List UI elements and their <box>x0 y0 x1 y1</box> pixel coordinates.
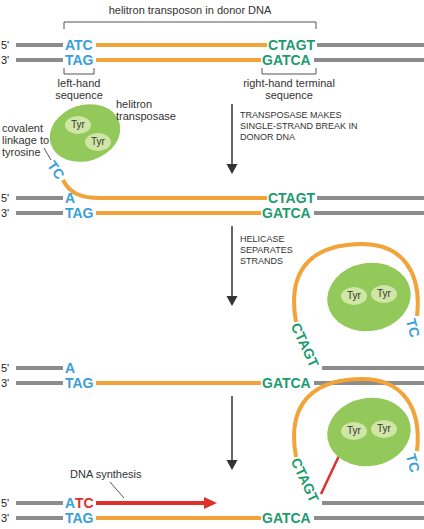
sequence: CTAGT <box>268 37 315 53</box>
strand-end: 5' <box>1 362 9 374</box>
strand-end: 3' <box>1 512 9 524</box>
strand-end: 3' <box>1 207 9 219</box>
bracket <box>64 68 94 74</box>
transposon-strand <box>96 43 267 47</box>
residue-label: Tyr <box>83 135 113 149</box>
donor-dna-strand <box>314 58 424 62</box>
sequence: GATCA <box>262 205 311 221</box>
sequence: TAG <box>65 375 94 391</box>
protein-body <box>322 391 417 473</box>
sequence: GATCA <box>262 510 311 526</box>
bracket-label: left-hand sequence <box>48 77 110 101</box>
donor-dna-strand <box>16 58 63 62</box>
sequence: CTAGT <box>268 190 315 206</box>
protein-name: helitron transposase <box>116 98 188 122</box>
residue-label: Tyr <box>369 422 399 436</box>
transposon-strand <box>96 516 261 520</box>
arrow-head <box>227 460 238 470</box>
bracket <box>262 68 316 74</box>
donor-dna-strand <box>317 43 424 47</box>
transposase-blob: TyrTyr <box>326 397 412 467</box>
bracket-label: right-hand terminal sequence <box>239 77 339 101</box>
strand-end: 5' <box>1 192 9 204</box>
transposon-strand <box>63 180 267 198</box>
step-arrow <box>231 104 233 166</box>
donor-dna-strand <box>317 196 424 200</box>
donor-dna-strand <box>16 501 63 505</box>
donor-dna-strand <box>16 516 63 520</box>
transposon-strand <box>96 381 261 385</box>
sequence: TC <box>403 452 423 474</box>
bracket-label: helitron transposon in donor DNA <box>100 4 280 17</box>
sequence: TAG <box>65 510 94 526</box>
transposase-blob: helitron transposaseTyrTyr <box>48 104 122 162</box>
strand-end: 3' <box>1 54 9 66</box>
step-label: TRANSPOSASE MAKES SINGLE-STRAND BREAK IN… <box>240 110 358 143</box>
step-label: HELICASE SEPARATES STRANDS <box>240 234 306 267</box>
new-dna-strand <box>96 501 205 505</box>
donor-dna-strand <box>314 516 424 520</box>
sequence: CTAGT <box>288 455 322 505</box>
step-arrow <box>231 226 233 298</box>
arrow-head <box>227 164 238 174</box>
donor-dna-strand <box>16 196 63 200</box>
transposase-blob: TyrTyr <box>326 262 412 332</box>
sequence: TAG <box>65 205 94 221</box>
sequence: A <box>65 495 75 511</box>
leader-line <box>44 148 51 160</box>
donor-dna-strand <box>16 381 63 385</box>
transposon-strand <box>96 211 261 215</box>
residue-label: Tyr <box>339 289 369 303</box>
residue-label: Tyr <box>369 287 399 301</box>
strand-end: 5' <box>1 497 9 509</box>
donor-dna-strand <box>322 501 424 505</box>
strand-end: 5' <box>1 39 9 51</box>
donor-dna-strand <box>16 366 63 370</box>
sequence: TC <box>44 158 68 182</box>
sequence: CTAGT <box>288 320 322 370</box>
sequence: A <box>65 360 75 376</box>
donor-dna-strand <box>16 211 63 215</box>
strand-end: 3' <box>1 377 9 389</box>
leader-line <box>110 482 124 498</box>
arrow-head <box>204 497 217 509</box>
callout-label: covalent linkage to tyrosine <box>2 122 60 158</box>
donor-dna-strand <box>314 211 424 215</box>
callout-label: DNA synthesis <box>70 468 160 480</box>
donor-dna-strand <box>322 366 424 370</box>
transposon-strand <box>96 58 261 62</box>
sequence: ATC <box>65 37 93 53</box>
transposase-outline <box>326 397 412 467</box>
bracket <box>64 22 316 29</box>
residue-label: Tyr <box>339 424 369 438</box>
donor-dna-strand <box>16 43 63 47</box>
transposase-outline <box>48 104 122 162</box>
sequence: A <box>65 190 75 206</box>
protein-body <box>322 256 417 338</box>
transposase-outline <box>326 262 412 332</box>
sequence: GATCA <box>262 52 311 68</box>
sequence: TAG <box>65 52 94 68</box>
step-arrow <box>231 396 233 462</box>
sequence: TC <box>75 495 94 511</box>
sequence: GATCA <box>262 375 311 391</box>
residue-label: Tyr <box>63 118 93 132</box>
sequence: TC <box>403 317 423 339</box>
arrow-head <box>227 296 238 306</box>
